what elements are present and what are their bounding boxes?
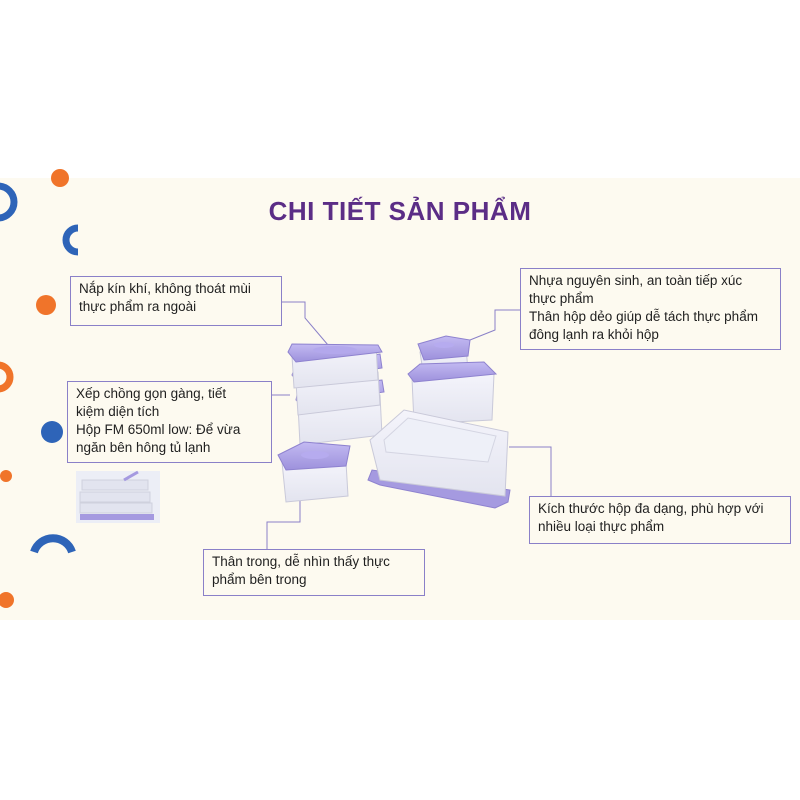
orange-dot-icon: [51, 169, 69, 187]
callout-text: Nắp kín khí, không thoát mùi: [79, 281, 251, 296]
orange-dot-icon: [36, 295, 56, 315]
small-square-container-image: [277, 441, 351, 503]
stacked-photo-thumbnail: [76, 470, 160, 523]
blue-dot-icon: [41, 421, 63, 443]
callout-text: kiệm diện tích: [76, 404, 160, 419]
callout-sizes: Kích thước hộp đa dạng, phù hợp với nhiề…: [529, 496, 791, 544]
callout-text: Hộp FM 650ml low: Để vừa: [76, 422, 241, 437]
blue-arc-icon: [62, 224, 79, 256]
blue-arc-icon: [0, 182, 18, 222]
callout-body: Thân trong, dễ nhìn thấy thực phẩm bên t…: [203, 549, 425, 596]
callout-text: Thân hộp dẻo giúp dễ tách thực phẩm: [529, 309, 758, 324]
page-title: CHI TIẾT SẢN PHẨM: [268, 196, 532, 226]
callout-lid: Nắp kín khí, không thoát mùi thực phẩm r…: [70, 276, 282, 326]
callout-text: Thân trong, dễ nhìn thấy thực: [212, 554, 390, 569]
callout-stack: Xếp chồng gọn gàng, tiết kiệm diện tích …: [67, 381, 272, 463]
callout-text: Xếp chồng gọn gàng, tiết: [76, 386, 227, 401]
medium-container-image: [407, 361, 498, 425]
orange-dot-icon: [0, 592, 14, 608]
callout-material: Nhựa nguyên sinh, an toàn tiếp xúc thực …: [520, 268, 781, 350]
callout-text: thực phẩm ra ngoài: [79, 299, 197, 314]
blue-arc-icon: [30, 534, 76, 554]
decorative-shapes: [0, 169, 79, 608]
orange-dot-icon: [0, 470, 12, 482]
orange-arc-icon: [0, 361, 14, 393]
callout-connectors: [266, 301, 552, 549]
callout-text: ngăn bên hông tủ lạnh: [76, 440, 211, 455]
stacked-containers-image: [287, 343, 385, 446]
callout-text: thực phẩm: [529, 291, 594, 306]
large-container-image: [367, 409, 511, 509]
callout-text: phẩm bên trong: [212, 572, 307, 587]
callout-text: Kích thước hộp đa dạng, phù hợp với: [538, 501, 764, 516]
callout-text: đông lạnh ra khỏi hộp: [529, 327, 659, 342]
callout-text: Nhựa nguyên sinh, an toàn tiếp xúc: [529, 273, 743, 288]
callout-text: nhiều loại thực phẩm: [538, 519, 665, 534]
